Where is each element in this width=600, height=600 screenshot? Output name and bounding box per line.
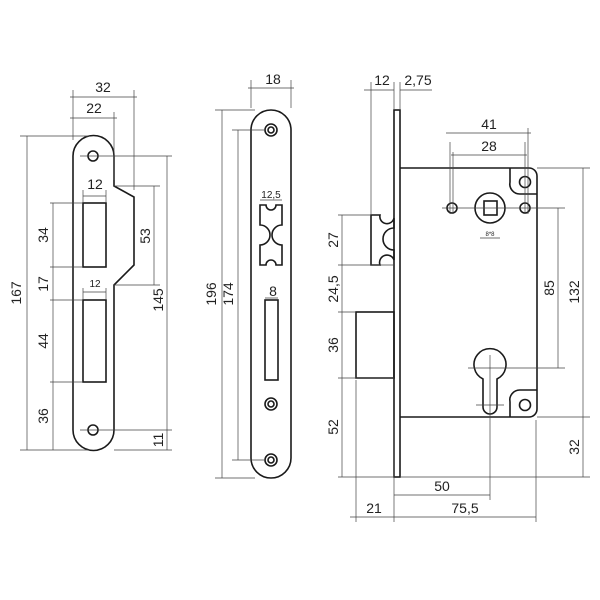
dim-145: 145 <box>150 288 166 312</box>
dim-21: 21 <box>366 500 382 516</box>
screw-hole-icon <box>518 398 532 412</box>
dim-53: 53 <box>137 228 153 244</box>
dim-32: 32 <box>566 439 582 455</box>
dim-8: 8 <box>269 283 277 299</box>
dim-36: 36 <box>325 337 341 353</box>
dim-52: 52 <box>325 419 341 435</box>
dim-2-75: 2,75 <box>404 72 431 88</box>
dim-11: 11 <box>150 433 166 448</box>
screw-hole-icon <box>264 397 278 411</box>
dim-22: 22 <box>86 100 102 116</box>
dim-85: 85 <box>541 280 557 296</box>
bolt-opening <box>264 299 279 381</box>
faceplate-outline <box>250 109 292 479</box>
latch-bolt <box>370 214 395 266</box>
screw-hole-icon <box>264 453 278 467</box>
lock-faceplate-side <box>393 109 401 478</box>
dim-28: 28 <box>481 138 497 154</box>
dim-12-5: 12,5 <box>261 190 281 201</box>
strike-plate-outline <box>72 134 135 452</box>
dim-27: 27 <box>325 232 341 248</box>
dim-12-lower: 12 <box>89 279 101 290</box>
dim-41: 41 <box>481 116 497 132</box>
dim-12-upper: 12 <box>87 176 103 192</box>
dim-17: 17 <box>35 276 51 292</box>
faceplate: 18 196 174 12,5 8 <box>203 71 294 479</box>
dim-196: 196 <box>203 282 219 306</box>
dim-8x8: 8*8 <box>485 232 495 238</box>
dim-24-5: 24,5 <box>325 275 341 302</box>
dim-174: 174 <box>220 282 236 306</box>
latch-slot <box>82 202 107 268</box>
dim-167: 167 <box>8 281 24 305</box>
dim-50: 50 <box>434 478 450 494</box>
screw-hole-inner <box>267 400 275 408</box>
bolt-slot <box>82 299 107 383</box>
dead-bolt <box>355 311 395 379</box>
latch-opening <box>259 204 283 266</box>
dim-34: 34 <box>35 227 51 243</box>
dim-75-5: 75,5 <box>451 500 478 516</box>
strike-plate: 32 22 12 12 167 34 17 44 36 53 145 11 <box>8 79 172 452</box>
lock-body: 12 2,75 41 28 8*8 27 24,5 36 52 85 132 3… <box>325 72 590 522</box>
dim-32: 32 <box>95 79 111 95</box>
dim-12: 12 <box>374 72 390 88</box>
dim-18: 18 <box>265 71 281 87</box>
dim-36: 36 <box>35 408 51 424</box>
screw-hole-inner <box>267 456 275 464</box>
lock-case-outline <box>400 167 538 418</box>
dim-132: 132 <box>566 280 582 304</box>
corner-pocket-top <box>509 168 537 195</box>
screw-hole-inner <box>267 126 275 134</box>
corner-pocket-bottom <box>509 389 537 417</box>
screw-hole-icon <box>264 123 278 137</box>
dim-44: 44 <box>35 333 51 349</box>
